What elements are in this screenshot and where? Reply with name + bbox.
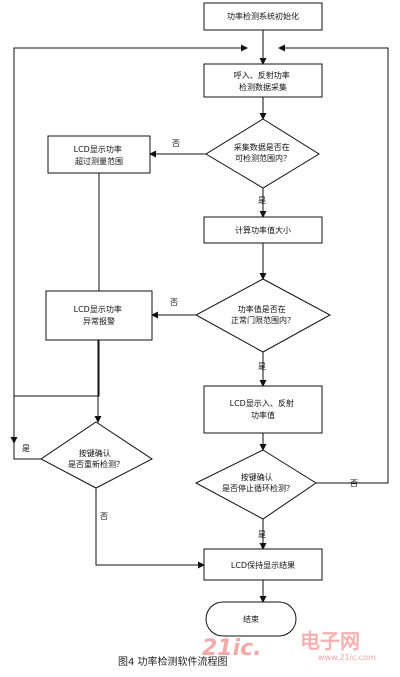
- node-overrange: LCD显示功率 超过测量范围: [47, 135, 151, 174]
- watermark-name: 电子网: [300, 629, 360, 653]
- node-keep-text: LCD保持显示结果: [231, 560, 295, 570]
- node-init: 功率检测系统初始化: [203, 2, 323, 31]
- node-overrange-text: LCD显示功率 超过测量范围: [74, 144, 125, 166]
- label-stopconfirm-yes: 是: [258, 530, 266, 539]
- node-alarm: LCD显示功率 异常报警: [45, 290, 153, 341]
- node-collect: 呼入、反射功率 检测数据采集: [203, 63, 323, 98]
- node-threshold-text: 功率值是否在 正常门限范围内？: [231, 304, 295, 325]
- node-calc: 计算功率值大小: [203, 216, 323, 244]
- label-threshold-no: 否: [170, 298, 178, 307]
- node-show-text: LCD显示入、反射 功率值: [230, 398, 297, 420]
- label-reconfirm-yes: 是: [22, 444, 30, 453]
- label-inrange-yes: 是: [258, 196, 266, 205]
- node-end: 结束: [205, 601, 297, 637]
- label-threshold-yes: 是: [258, 362, 266, 371]
- node-init-text: 功率检测系统初始化: [227, 11, 299, 21]
- node-inrange-text: 采集数据是否在 可检测范围内？: [234, 142, 293, 163]
- node-inrange: 采集数据是否在 可检测范围内？: [205, 118, 320, 189]
- node-threshold: 功率值是否在 正常门限范围内？: [194, 278, 332, 353]
- figure-caption: 图4 功率检测软件流程图: [118, 655, 228, 668]
- node-show: LCD显示入、反射 功率值: [203, 385, 323, 434]
- edge-reconfirm-keep: [95, 488, 205, 569]
- watermark-brand: 21ic.: [202, 636, 262, 661]
- label-stopconfirm-no: 否: [350, 479, 358, 488]
- watermark: 21ic. 电子网 www.21ic.com: [202, 629, 376, 662]
- node-stopconfirm-text: 按键确认 是否停止循环检测？: [222, 472, 294, 493]
- node-end-text: 结束: [243, 614, 259, 624]
- node-alarm-text: LCD显示功率 异常报警: [74, 304, 125, 326]
- node-reconfirm-text: 按键确认 是否重新检测？: [68, 448, 124, 469]
- label-inrange-no: 否: [172, 139, 180, 148]
- node-stopconfirm: 按键确认 是否停止循环检测？: [194, 449, 317, 520]
- connectors: [10, 30, 389, 603]
- node-collect-text: 呼入、反射功率 检测数据采集: [234, 70, 293, 92]
- node-keep: LCD保持显示结果: [203, 548, 323, 581]
- node-calc-text: 计算功率值大小: [235, 225, 291, 235]
- node-reconfirm: 按键确认 是否重新检测？: [40, 421, 153, 489]
- edge-reconfirm-loop: [13, 44, 248, 460]
- label-reconfirm-no: 否: [100, 512, 108, 521]
- watermark-url: www.21ic.com: [318, 653, 376, 662]
- edge-stopconfirm-loop: [278, 44, 389, 484]
